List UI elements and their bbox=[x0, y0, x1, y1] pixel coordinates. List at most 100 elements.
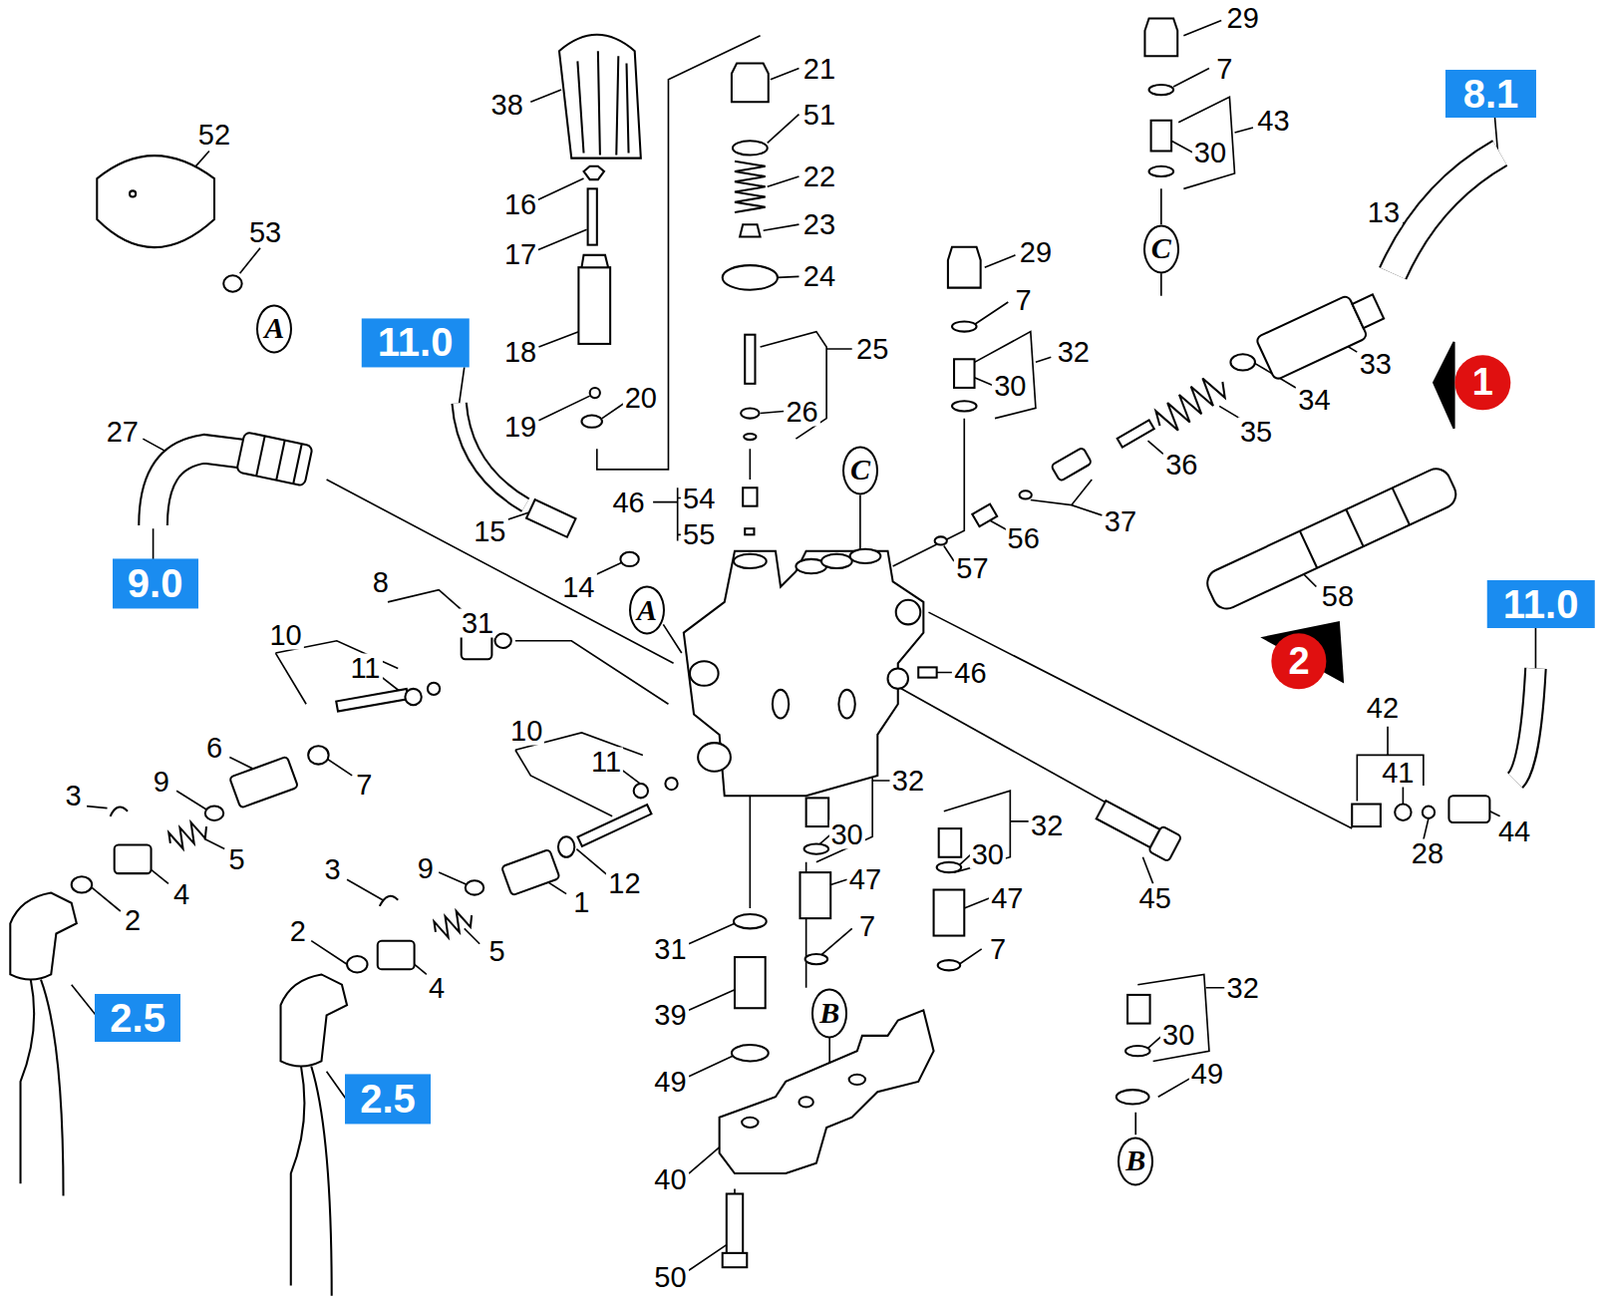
callout-number: 11 bbox=[347, 653, 382, 683]
callout-number: 18 bbox=[502, 337, 539, 367]
reference-text: C bbox=[1151, 234, 1172, 265]
reference-text: 8.1 bbox=[1463, 73, 1520, 114]
callout-number: 24 bbox=[801, 262, 838, 292]
callout-number: 17 bbox=[502, 239, 539, 269]
reference-text: 2.5 bbox=[109, 997, 166, 1038]
callout-number: 10 bbox=[508, 715, 545, 745]
reference-text: 2 bbox=[1287, 641, 1309, 680]
callout-number: 42 bbox=[1364, 693, 1401, 723]
callout-number: 27 bbox=[104, 416, 141, 446]
position-marker: 1 bbox=[1455, 354, 1511, 410]
callout-number: 44 bbox=[1496, 817, 1533, 847]
connection-letter: B bbox=[811, 988, 848, 1038]
callout-number: 6 bbox=[204, 733, 225, 763]
reference-box: 2.5 bbox=[94, 993, 181, 1042]
callout-number: 57 bbox=[954, 554, 990, 584]
callout-number: 7 bbox=[987, 934, 1008, 963]
callout-number: 7 bbox=[1013, 285, 1034, 315]
callout-number: 14 bbox=[560, 572, 597, 602]
callout-number: 7 bbox=[1214, 53, 1235, 83]
reference-text: 1 bbox=[1472, 363, 1494, 402]
connection-letter: A bbox=[256, 304, 293, 353]
callout-number: 28 bbox=[1409, 838, 1446, 868]
callout-number: 32 bbox=[1028, 811, 1065, 841]
callout-number: 30 bbox=[969, 839, 1006, 869]
callout-number: 23 bbox=[801, 210, 838, 240]
callout-number: 30 bbox=[828, 820, 865, 850]
callout-number: 7 bbox=[857, 912, 878, 942]
callout-number: 32 bbox=[890, 766, 927, 796]
callout-number: 15 bbox=[471, 517, 508, 547]
callout-number: 13 bbox=[1365, 197, 1402, 227]
callout-number: 26 bbox=[783, 396, 820, 426]
callout-number: 29 bbox=[1017, 237, 1054, 267]
callout-number: 37 bbox=[1102, 507, 1139, 537]
callout-number: 3 bbox=[322, 855, 343, 885]
callout-number: 4 bbox=[426, 972, 447, 1002]
callout-number: 9 bbox=[415, 854, 436, 884]
callout-number: 43 bbox=[1255, 105, 1291, 135]
callout-number: 9 bbox=[151, 767, 172, 797]
connection-letter: C bbox=[1143, 224, 1180, 274]
callout-number: 51 bbox=[801, 99, 838, 129]
callout-number: 36 bbox=[1163, 449, 1200, 479]
callout-number: 31 bbox=[651, 934, 688, 963]
callout-number: 54 bbox=[680, 483, 717, 513]
callout-number: 11 bbox=[589, 746, 624, 776]
callout-number: 16 bbox=[502, 189, 539, 219]
callout-number: 30 bbox=[1160, 1019, 1197, 1049]
reference-box: 11.0 bbox=[360, 318, 470, 367]
reference-text: B bbox=[1125, 1146, 1146, 1177]
callout-number: 12 bbox=[606, 869, 642, 899]
callout-number: 47 bbox=[988, 883, 1025, 913]
callout-number: 46 bbox=[952, 657, 988, 687]
callout-number: 58 bbox=[1319, 581, 1356, 611]
callout-number: 30 bbox=[991, 370, 1028, 400]
callout-number: 25 bbox=[854, 334, 891, 364]
callout-number: 8 bbox=[370, 568, 391, 598]
connection-letter: B bbox=[1117, 1136, 1154, 1186]
reference-box: 9.0 bbox=[112, 559, 199, 609]
callout-number: 50 bbox=[651, 1262, 688, 1291]
reference-text: 11.0 bbox=[1503, 584, 1580, 625]
callout-number: 21 bbox=[801, 53, 838, 83]
callout-number: 49 bbox=[1189, 1058, 1226, 1088]
reference-text: 2.5 bbox=[359, 1078, 416, 1119]
callout-number: 5 bbox=[486, 936, 507, 965]
reference-box: 2.5 bbox=[344, 1074, 431, 1124]
callout-number: 30 bbox=[1192, 137, 1229, 167]
connection-letter: C bbox=[842, 445, 879, 495]
callout-number: 5 bbox=[226, 844, 247, 874]
reference-text: 11.0 bbox=[377, 322, 454, 363]
callout-number: 10 bbox=[267, 620, 304, 649]
callout-number: 2 bbox=[122, 906, 143, 936]
reference-box: 8.1 bbox=[1445, 69, 1536, 118]
callout-number: 4 bbox=[171, 879, 192, 909]
callout-number: 20 bbox=[623, 383, 659, 413]
reference-text: B bbox=[819, 997, 840, 1028]
callout-number: 22 bbox=[801, 162, 838, 192]
callout-number: 7 bbox=[353, 770, 374, 800]
callout-number: 55 bbox=[680, 520, 717, 550]
callout-number: 53 bbox=[247, 218, 284, 248]
callout-number: 34 bbox=[1295, 385, 1332, 415]
callout-number: 32 bbox=[1225, 972, 1262, 1002]
callout-number: 39 bbox=[651, 1000, 688, 1030]
position-marker: 2 bbox=[1271, 634, 1326, 689]
callout-number: 19 bbox=[502, 411, 539, 441]
reference-text: C bbox=[850, 455, 871, 486]
callout-number: 2 bbox=[288, 916, 309, 946]
callout-number: 46 bbox=[610, 487, 646, 517]
callout-number: 32 bbox=[1055, 337, 1092, 367]
reference-box: 11.0 bbox=[1486, 580, 1596, 629]
callout-number: 38 bbox=[489, 90, 526, 120]
reference-text: A bbox=[264, 314, 285, 344]
callout-number: 33 bbox=[1357, 349, 1394, 379]
callout-number: 29 bbox=[1225, 3, 1262, 33]
callout-number: 45 bbox=[1137, 883, 1174, 913]
callout-number: 49 bbox=[651, 1067, 688, 1097]
callout-number: 52 bbox=[196, 120, 233, 150]
callout-number: 41 bbox=[1379, 757, 1416, 787]
